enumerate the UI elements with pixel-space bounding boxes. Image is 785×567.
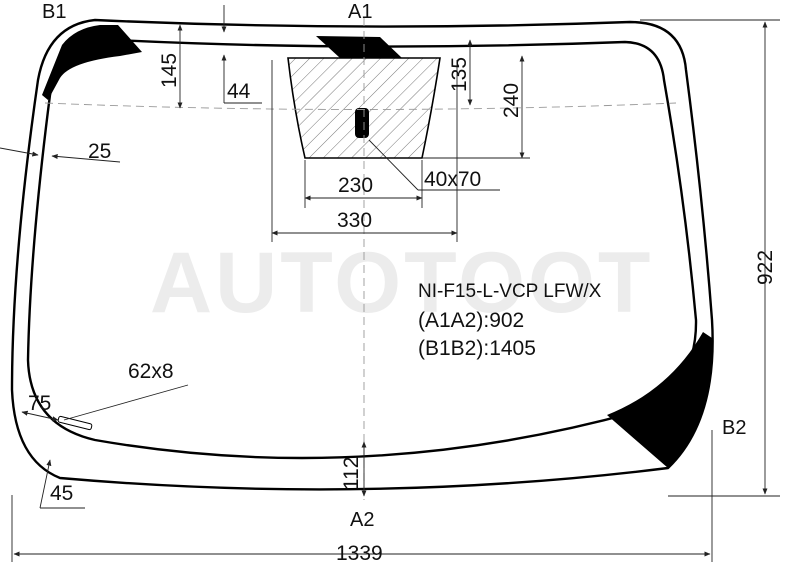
dim-line-45 [39, 459, 52, 509]
watermark-text: AUTOTOOT [150, 235, 653, 331]
corner-fill-top-left [42, 25, 142, 100]
dim-label-44: 44 [227, 80, 251, 103]
glass-outer-outline [10, 18, 714, 491]
part-code: NI-F15-L-VCP LFW/X [418, 281, 602, 302]
dim-label-62x8: 62x8 [128, 360, 174, 383]
point-label-b2: B2 [722, 417, 746, 439]
point-label-a2: A2 [350, 509, 374, 531]
leader-40x70 [368, 139, 419, 191]
dim-arrow-25-outer [0, 147, 39, 157]
dim-label-135: 135 [448, 57, 471, 92]
dim-label-40x70: 40x70 [424, 168, 481, 191]
point-label-b1: B1 [42, 1, 66, 23]
corner-fill-bottom-right [607, 332, 713, 468]
dim-label-1339: 1339 [336, 542, 383, 565]
dim-label-145: 145 [158, 53, 181, 88]
dim-label-45: 45 [50, 482, 73, 505]
dim-line-75 [21, 410, 59, 422]
measure-a1a2: (A1A2):902 [418, 309, 524, 332]
dim-label-922: 922 [754, 250, 777, 285]
leader-62x8 [63, 384, 189, 421]
dim-label-230: 230 [338, 174, 373, 197]
dim-label-330: 330 [337, 209, 372, 232]
reference-dash-line [44, 102, 677, 110]
point-label-a1: A1 [348, 1, 372, 23]
top-center-black-band [316, 36, 402, 58]
sensor-mount-block [355, 108, 369, 138]
dim-arrow-25-inner [51, 153, 121, 163]
dim-label-25: 25 [88, 140, 111, 163]
dim-label-112: 112 [340, 457, 363, 490]
dim-label-75: 75 [28, 392, 51, 415]
dim-label-240: 240 [500, 83, 523, 118]
measure-b1b2: (B1B2):1405 [418, 337, 536, 360]
